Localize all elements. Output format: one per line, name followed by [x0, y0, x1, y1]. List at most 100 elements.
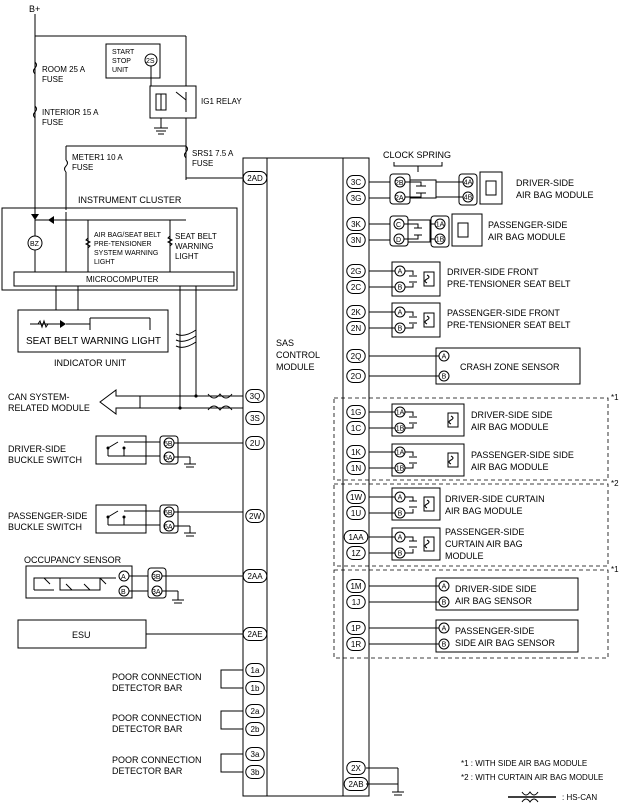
module-10-pin-1: B: [442, 642, 447, 649]
module-8-coil: [424, 539, 430, 549]
module-8-label-1: CURTAIN AIR BAG: [445, 539, 523, 549]
right-pin-2n: 2N: [351, 324, 361, 333]
right-pin-2c: 2C: [351, 283, 361, 292]
can-module-l2: RELATED MODULE: [8, 403, 90, 413]
module-6-pin-1: 1B: [396, 466, 405, 473]
left-pin-2b: 2b: [251, 725, 260, 734]
right-pin-2g-shape: [346, 264, 366, 278]
right-pin-3n: 3N: [351, 236, 361, 245]
right-pin-3g-shape: [346, 191, 366, 205]
module-7-pin-0: A: [398, 495, 403, 502]
module-5-label-0: DRIVER-SIDE SIDE: [471, 410, 553, 420]
module-1-box: [451, 213, 483, 247]
right-pin-2o: 2O: [351, 372, 362, 381]
meter-fuse-rating: METER1 10 A: [72, 153, 123, 162]
right-pin-1aa: 1AA: [348, 533, 364, 542]
left-pin-3b-shape: [245, 765, 265, 779]
right-pin-1r-shape: [346, 637, 366, 651]
right-pin-1c-shape: [346, 421, 366, 435]
module-2-link: [405, 270, 417, 288]
module-6-pin-0: 1A: [396, 450, 405, 457]
seatbelt-light-l1: SEAT BELT: [175, 232, 217, 241]
module-0-label-1: AIR BAG MODULE: [516, 190, 594, 200]
occ-pin-b: B: [121, 589, 126, 596]
module-8-pin-0: A: [398, 535, 403, 542]
module-8-label-0: PASSENGER-SIDE: [445, 527, 524, 537]
module-9-label-1: AIR BAG SENSOR: [455, 596, 533, 606]
left-pin-1a: 1a: [251, 666, 260, 675]
indicator-unit: SEAT BELT WARNING LIGHT INDICATOR UNIT: [17, 286, 169, 368]
module-9-box: [435, 577, 579, 611]
module-6-box: [391, 443, 465, 477]
bplus-label: B+: [29, 4, 40, 14]
legend-notes: *1 : WITH SIDE AIR BAG MODULE *2 : WITH …: [461, 759, 603, 803]
ig1-relay: IG1 RELAY: [149, 85, 242, 135]
sas-control-module: SAS CONTROL MODULE: [242, 157, 370, 797]
module-3-pin-1: B: [398, 326, 403, 333]
module-1-label-0: PASSENGER-SIDE: [488, 220, 567, 230]
right-pin-1n-shape: [346, 461, 366, 475]
can-module-l1: CAN SYSTEM-: [8, 392, 70, 402]
right-pin-1z-shape: [346, 546, 366, 560]
module-3-pin-1-shape: [394, 322, 406, 334]
occupancy-sensor: OCCUPANCY SENSOR A B 3B 3A: [24, 555, 243, 604]
sas-l1: SAS: [276, 338, 294, 348]
left-pin-1b-shape: [245, 681, 265, 695]
module-4-box: [435, 347, 581, 385]
poor-connection-3: POOR CONNECTION DETECTOR BAR: [112, 753, 243, 776]
left-pin-2ae-shape: [242, 627, 268, 641]
airbag-light-l4: LIGHT: [94, 259, 115, 266]
left-pin-2ad: 2AD: [247, 174, 263, 183]
module-4-pin-0: A: [442, 354, 447, 361]
module-10-label-0: PASSENGER-SIDE: [455, 626, 534, 636]
module-9-pin-0: A: [442, 584, 447, 591]
module-7-coil: [424, 499, 430, 509]
module-7-pin-0-shape: [394, 491, 406, 503]
module-0-pin-1-shape: [462, 191, 474, 203]
module-3-label-1: PRE-TENSIONER SEAT BELT: [447, 320, 571, 330]
right-pin-2q-shape: [346, 349, 366, 363]
right-pin-2x-shape: [346, 761, 366, 775]
right-pin-2n-shape: [346, 321, 366, 335]
driver-buckle-pin-b: 5B: [164, 441, 173, 448]
airbag-light-l3: SYSTEM WARNING: [94, 250, 158, 257]
left-pin-3q: 3Q: [250, 392, 261, 401]
module-10-pin-0: A: [442, 626, 447, 633]
module-3-label-0: PASSENGER-SIDE FRONT: [447, 308, 560, 318]
sas-l2: CONTROL: [276, 350, 320, 360]
module-2-label-0: DRIVER-SIDE FRONT: [447, 267, 539, 277]
module-9-pin-1-shape: [438, 596, 450, 608]
right-pin-3c: 3C: [351, 178, 361, 187]
right-pin-1k: 1K: [351, 448, 361, 457]
pass-buckle-l1: PASSENGER-SIDE: [8, 511, 87, 521]
poor-connection-1: POOR CONNECTION DETECTOR BAR: [112, 669, 243, 693]
poor2-l1: POOR CONNECTION: [112, 713, 202, 723]
left-pin-3s-shape: [245, 411, 265, 425]
meter-fuse-label: FUSE: [72, 163, 93, 172]
right-pin-1j: 1J: [352, 598, 360, 607]
meter-fuse: METER1 10 A FUSE: [64, 145, 186, 210]
srs-fuse-label: FUSE: [192, 159, 213, 168]
left-pin-2a-shape: [245, 704, 265, 718]
right-pin-3g: 3G: [351, 194, 362, 203]
module-1-pin-1-shape: [434, 233, 446, 245]
right-pin-1g-shape: [346, 405, 366, 419]
module-3-pin-0: A: [398, 310, 403, 317]
module-0-pin-0: 4A: [464, 180, 473, 187]
module-5-pin-0-shape: [394, 406, 406, 418]
right-pin-2g: 2G: [351, 267, 362, 276]
module-5-box: [391, 403, 465, 437]
module-0-label-0: DRIVER-SIDE: [516, 178, 574, 188]
poor-connection-2: POOR CONNECTION DETECTOR BAR: [112, 710, 243, 734]
right-pin-1c: 1C: [351, 424, 361, 433]
module-5-link: [405, 411, 417, 429]
driver-buckle-l1: DRIVER-SIDE: [8, 444, 66, 454]
room-fuse-rating: ROOM 25 A: [42, 65, 86, 74]
